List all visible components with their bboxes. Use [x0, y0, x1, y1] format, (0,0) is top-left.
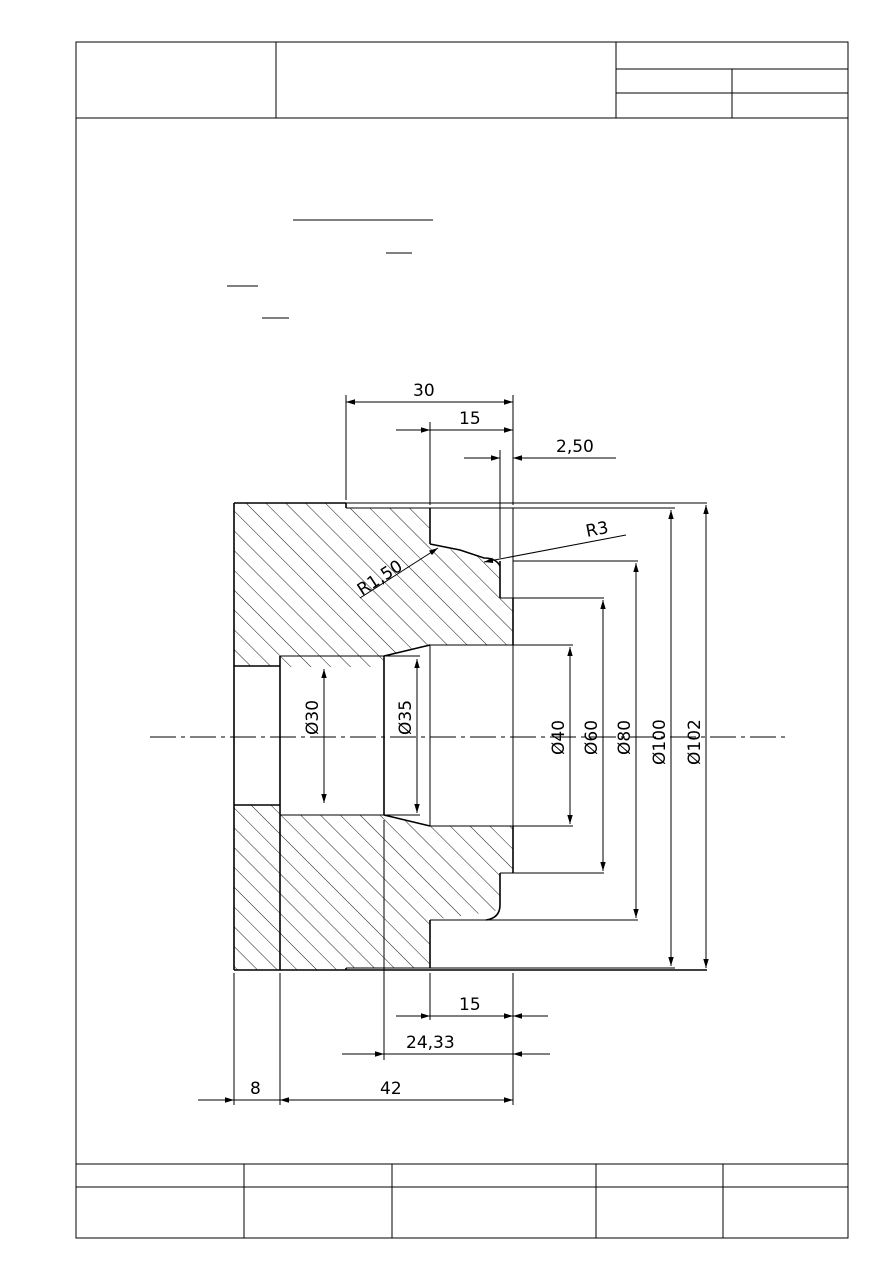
underline-marks [227, 219, 433, 319]
part-outline [233, 502, 707, 971]
dim-15-top: 15 [459, 409, 481, 429]
dimension-lines [198, 399, 709, 1103]
dim-r3: R3 [584, 518, 610, 542]
dim-phi40: Ø40 [549, 720, 569, 755]
title-block [76, 1163, 848, 1238]
dim-42: 42 [380, 1079, 402, 1099]
sheet-frame [75, 41, 849, 1239]
dim-phi35: Ø35 [396, 700, 416, 735]
dim-phi60: Ø60 [582, 720, 602, 755]
dim-phi102: Ø102 [685, 719, 705, 765]
dim-phi100: Ø100 [650, 719, 670, 765]
dim-15-bottom: 15 [459, 995, 481, 1015]
dim-phi80: Ø80 [615, 720, 635, 755]
dim-24-33: 24,33 [406, 1033, 455, 1053]
dim-8: 8 [250, 1079, 261, 1099]
extension-lines [233, 395, 514, 1105]
dim-phi30: Ø30 [303, 700, 323, 735]
section-hatching [234, 503, 513, 970]
dim-2-50: 2,50 [556, 437, 594, 457]
dim-30: 30 [413, 381, 435, 401]
